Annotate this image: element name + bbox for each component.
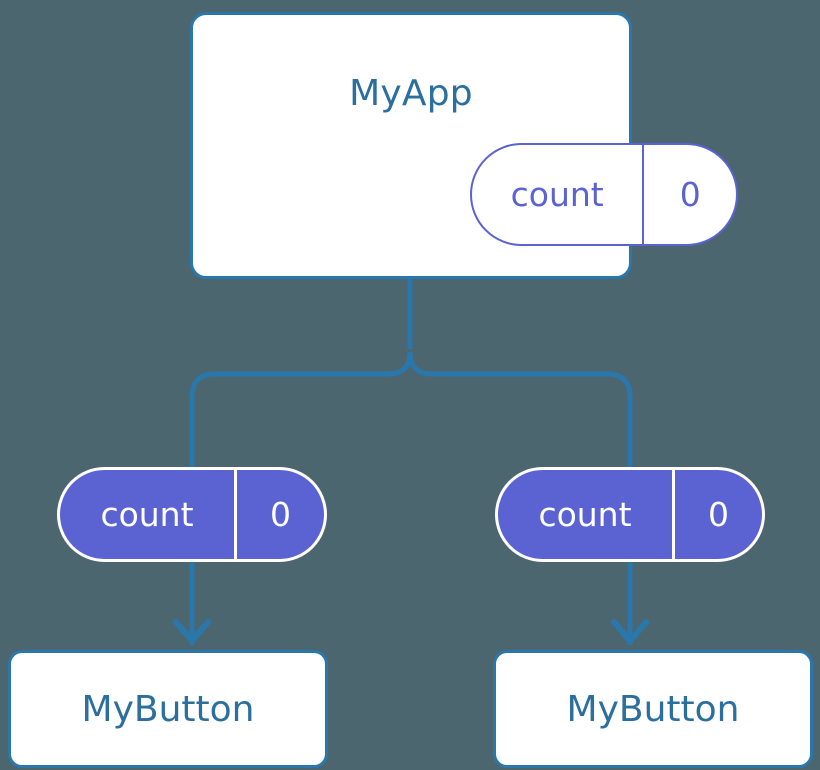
root-component-card[interactable]: MyApp count 0 <box>190 12 738 279</box>
root-state-value: 0 <box>642 145 736 244</box>
root-state-key: count <box>510 175 604 214</box>
child-left-state-value: 0 <box>234 470 324 559</box>
arrow-left-head-icon <box>173 619 211 644</box>
arrow-right-head-icon <box>611 619 649 644</box>
branch-right <box>430 371 633 478</box>
branch-left <box>189 371 390 478</box>
child-right-state-pill[interactable]: count 0 <box>495 467 765 562</box>
root-component-title: MyApp <box>349 73 473 114</box>
child-left-state-key: count <box>100 495 194 534</box>
child-right-state-value: 0 <box>672 470 762 559</box>
branch-junction <box>385 351 435 377</box>
root-state-pill[interactable]: count 0 <box>470 143 738 246</box>
child-left-component-card[interactable]: MyButton <box>8 650 328 768</box>
child-left-state-pill[interactable]: count 0 <box>57 467 327 562</box>
child-right-component-card[interactable]: MyButton <box>493 650 813 768</box>
child-right-component-title: MyButton <box>566 688 740 730</box>
child-right-state-key: count <box>538 495 632 534</box>
child-left-component-title: MyButton <box>81 688 255 730</box>
